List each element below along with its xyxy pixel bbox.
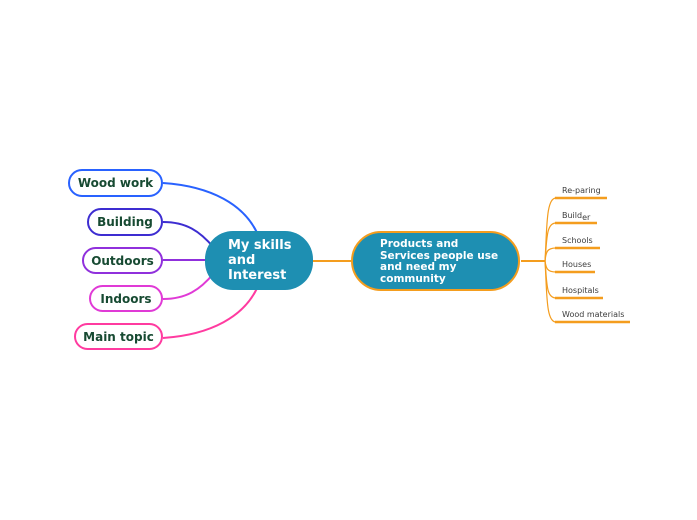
topic-products-services-line: Products and — [380, 238, 459, 250]
connector-building — [162, 221, 215, 249]
topic-products-services-line: Services people use — [380, 249, 499, 262]
topic-main-topic-label: Main topic — [83, 329, 154, 344]
topic-products-services[interactable]: Products and Services people use and nee… — [351, 231, 520, 291]
leaf-builder-label-sub: er — [582, 213, 591, 222]
central-topic[interactable]: My skills and Interest — [205, 231, 313, 290]
leaf-schools[interactable]: Schools — [562, 236, 593, 246]
connector-wood-work — [162, 182, 261, 241]
leaf-schools-label: Schools — [562, 236, 593, 245]
leaf-builder[interactable]: Builder — [562, 211, 591, 222]
topic-products-services-line: community — [380, 272, 446, 285]
topic-products-services-line: and need my — [380, 261, 457, 273]
branch-houses — [544, 260, 557, 273]
leaf-wood-materials-label: Wood materials — [562, 310, 625, 319]
topic-building[interactable]: Building — [87, 208, 163, 236]
topic-indoors-label: Indoors — [100, 291, 152, 306]
topic-outdoors-label: Outdoors — [91, 253, 154, 268]
topic-main-topic[interactable]: Main topic — [74, 323, 163, 350]
topic-wood-work[interactable]: Wood work — [68, 169, 163, 197]
central-topic-line: My skills — [228, 238, 292, 253]
topic-indoors[interactable]: Indoors — [89, 285, 163, 312]
leaf-wood-materials[interactable]: Wood materials — [562, 310, 624, 320]
leaf-hospitals[interactable]: Hospitals — [562, 286, 599, 296]
branch-schools — [544, 247, 557, 262]
leaf-re-paring-label: Re-paring — [562, 186, 601, 195]
connector-indoors — [162, 272, 215, 300]
leaf-hospitals-label: Hospitals — [562, 286, 599, 295]
topic-outdoors[interactable]: Outdoors — [82, 247, 163, 274]
leaf-houses[interactable]: Houses — [562, 260, 591, 270]
leaf-houses-label: Houses — [562, 260, 592, 269]
branch-wood-materials — [544, 260, 557, 323]
central-topic-line: Interest — [228, 268, 287, 283]
leaf-re-paring[interactable]: Re-paring — [562, 186, 601, 196]
connector-main-topic — [162, 280, 261, 339]
central-topic-line: and — [228, 253, 256, 268]
leaf-builder-label: Build — [562, 211, 583, 220]
topic-wood-work-label: Wood work — [77, 176, 154, 190]
topic-building-label: Building — [97, 215, 153, 229]
